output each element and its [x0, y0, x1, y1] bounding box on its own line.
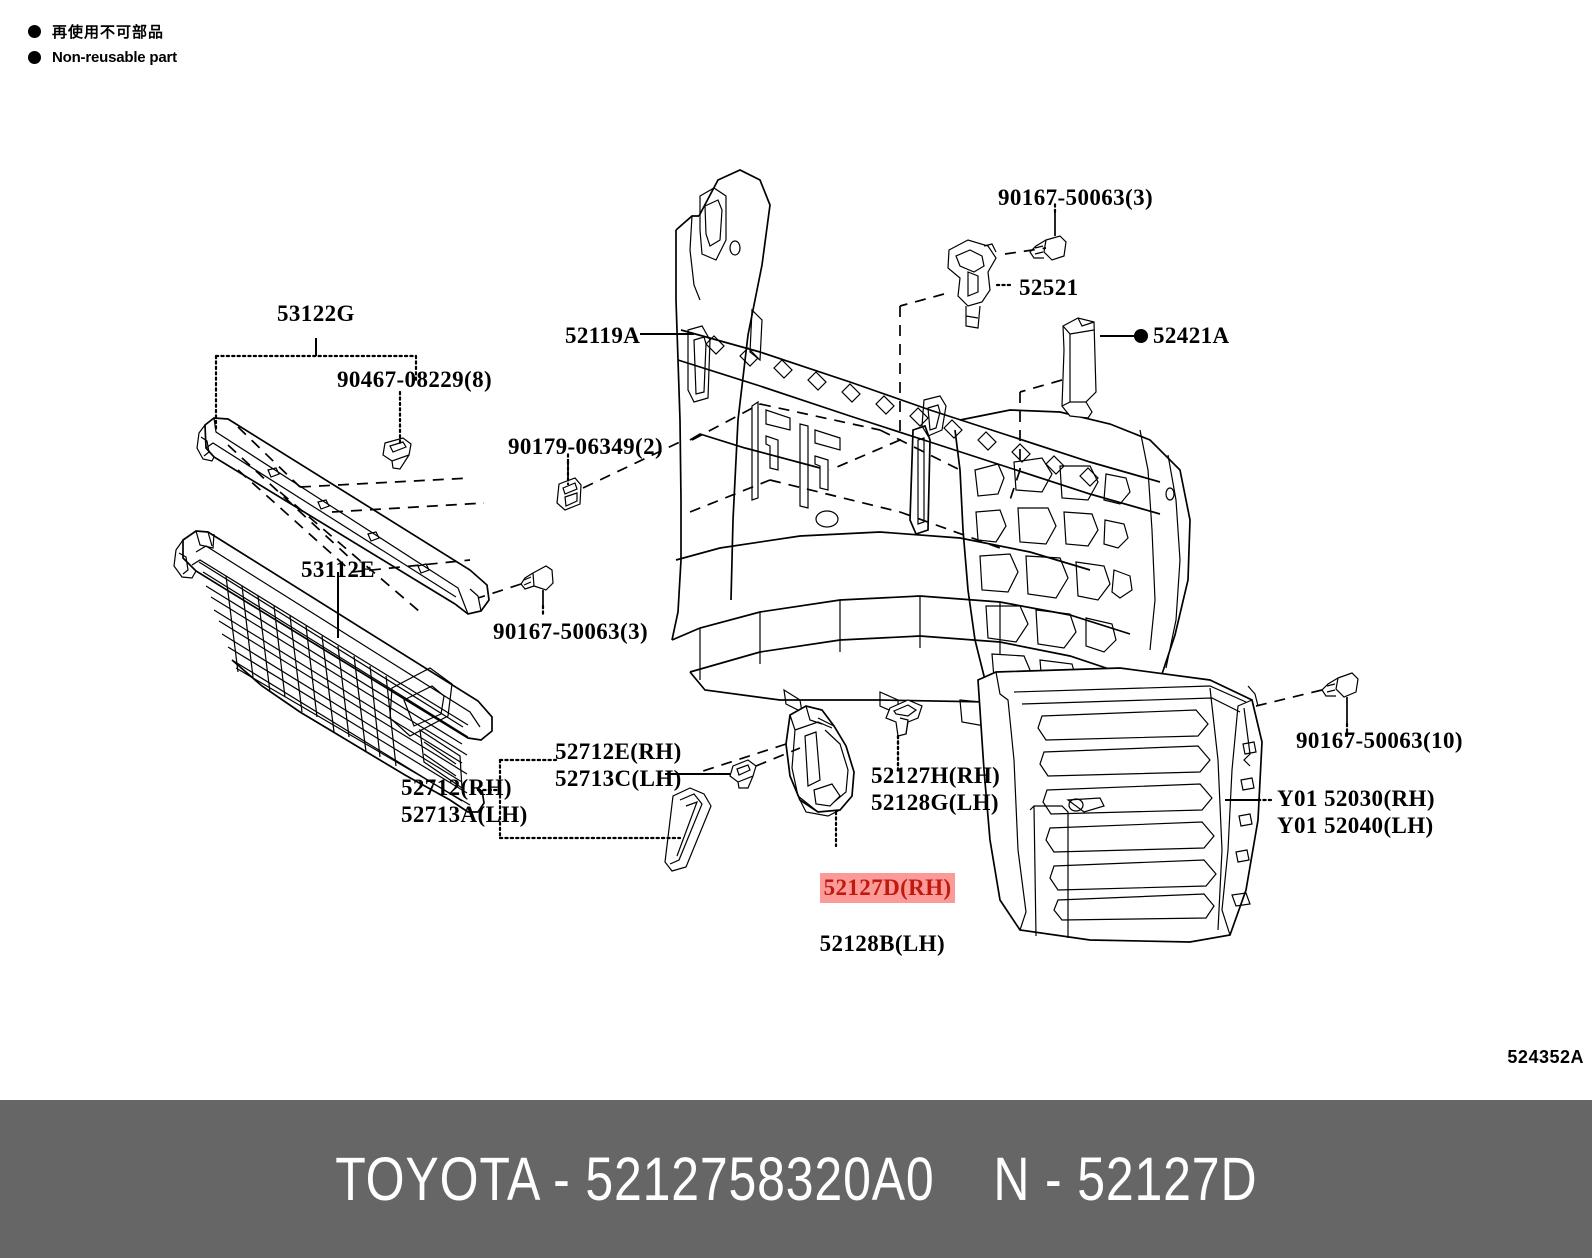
part-drawing-screw-right — [1321, 672, 1359, 724]
part-drawing-screw-left — [520, 565, 554, 606]
part-drawing-90467-clip — [382, 437, 412, 470]
part-drawing-52030 — [977, 667, 1263, 943]
legend-row-en: Non-reusable part — [28, 44, 177, 70]
part-label-52127d-highlighted[interactable]: 52127D(RH) 52128B(LH) — [795, 846, 955, 984]
part-label-53122g: 53122G — [277, 301, 355, 326]
part-drawing-53122g — [196, 417, 490, 615]
part-drawing-52119a — [671, 169, 1191, 743]
leader-lines — [214, 200, 1349, 848]
part-label-52119a: 52119A — [565, 323, 641, 348]
part-label-90167-50063-right: 90167-50063(10) — [1296, 728, 1463, 753]
part-drawing-90179-nut — [556, 462, 582, 511]
part-label-52127h-rh-lh: 52127H(RH) 52128G(LH) — [871, 763, 1001, 815]
filled-circle-icon — [28, 24, 41, 38]
diagram-code: 524352A — [1507, 1047, 1584, 1067]
part-label-52712-rh-lh: 52712(RH) 52713A(LH) — [401, 775, 528, 827]
part-drawing-screw-top — [1029, 212, 1067, 261]
part-label-90167-50063-top: 90167-50063(3) — [998, 185, 1154, 210]
part-drawing-52521 — [947, 239, 997, 329]
legend-label-en: Non-reusable part — [52, 48, 177, 66]
part-label-52421a-text: 52421A — [1153, 323, 1230, 348]
part-label-90179-06349: 90179-06349(2) — [508, 434, 664, 459]
legend-label-jp: 再使用不可部品 — [52, 22, 165, 41]
part-label-y01-52030-52040: Y01 52030(RH) Y01 52040(LH) — [1277, 786, 1435, 838]
part-drawing-52127d — [785, 705, 855, 817]
part-drawing-52127h — [885, 699, 923, 737]
filled-circle-icon — [28, 50, 41, 64]
part-label-53112e: 53112E — [301, 557, 375, 582]
highlighted-part-number: 52127D(RH) — [819, 873, 955, 903]
banner-part-title: TOYOTA - 5212758320A0 N - 52127D — [334, 1145, 1258, 1213]
filled-circle-icon — [1134, 328, 1148, 343]
part-label-52128b: 52128B(LH) — [819, 931, 945, 956]
part-label-52712e-rh-lh: 52712E(RH) 52713C(LH) — [555, 739, 682, 791]
part-drawing-52421a — [1061, 317, 1097, 419]
bottom-banner: TOYOTA - 5212758320A0 N - 52127D — [0, 1100, 1592, 1258]
legend: 再使用不可部品 Non-reusable part — [28, 18, 177, 70]
part-drawing-52712e — [664, 787, 712, 872]
part-label-52521: 52521 — [1019, 275, 1079, 300]
part-label-90167-50063-left: 90167-50063(3) — [493, 619, 649, 644]
part-label-52421a: 52421A — [1134, 322, 1230, 349]
part-label-90467-08229: 90467-08229(8) — [337, 367, 493, 392]
part-drawing-52712e-clip — [729, 759, 757, 789]
legend-row-jp: 再使用不可部品 — [28, 18, 177, 44]
